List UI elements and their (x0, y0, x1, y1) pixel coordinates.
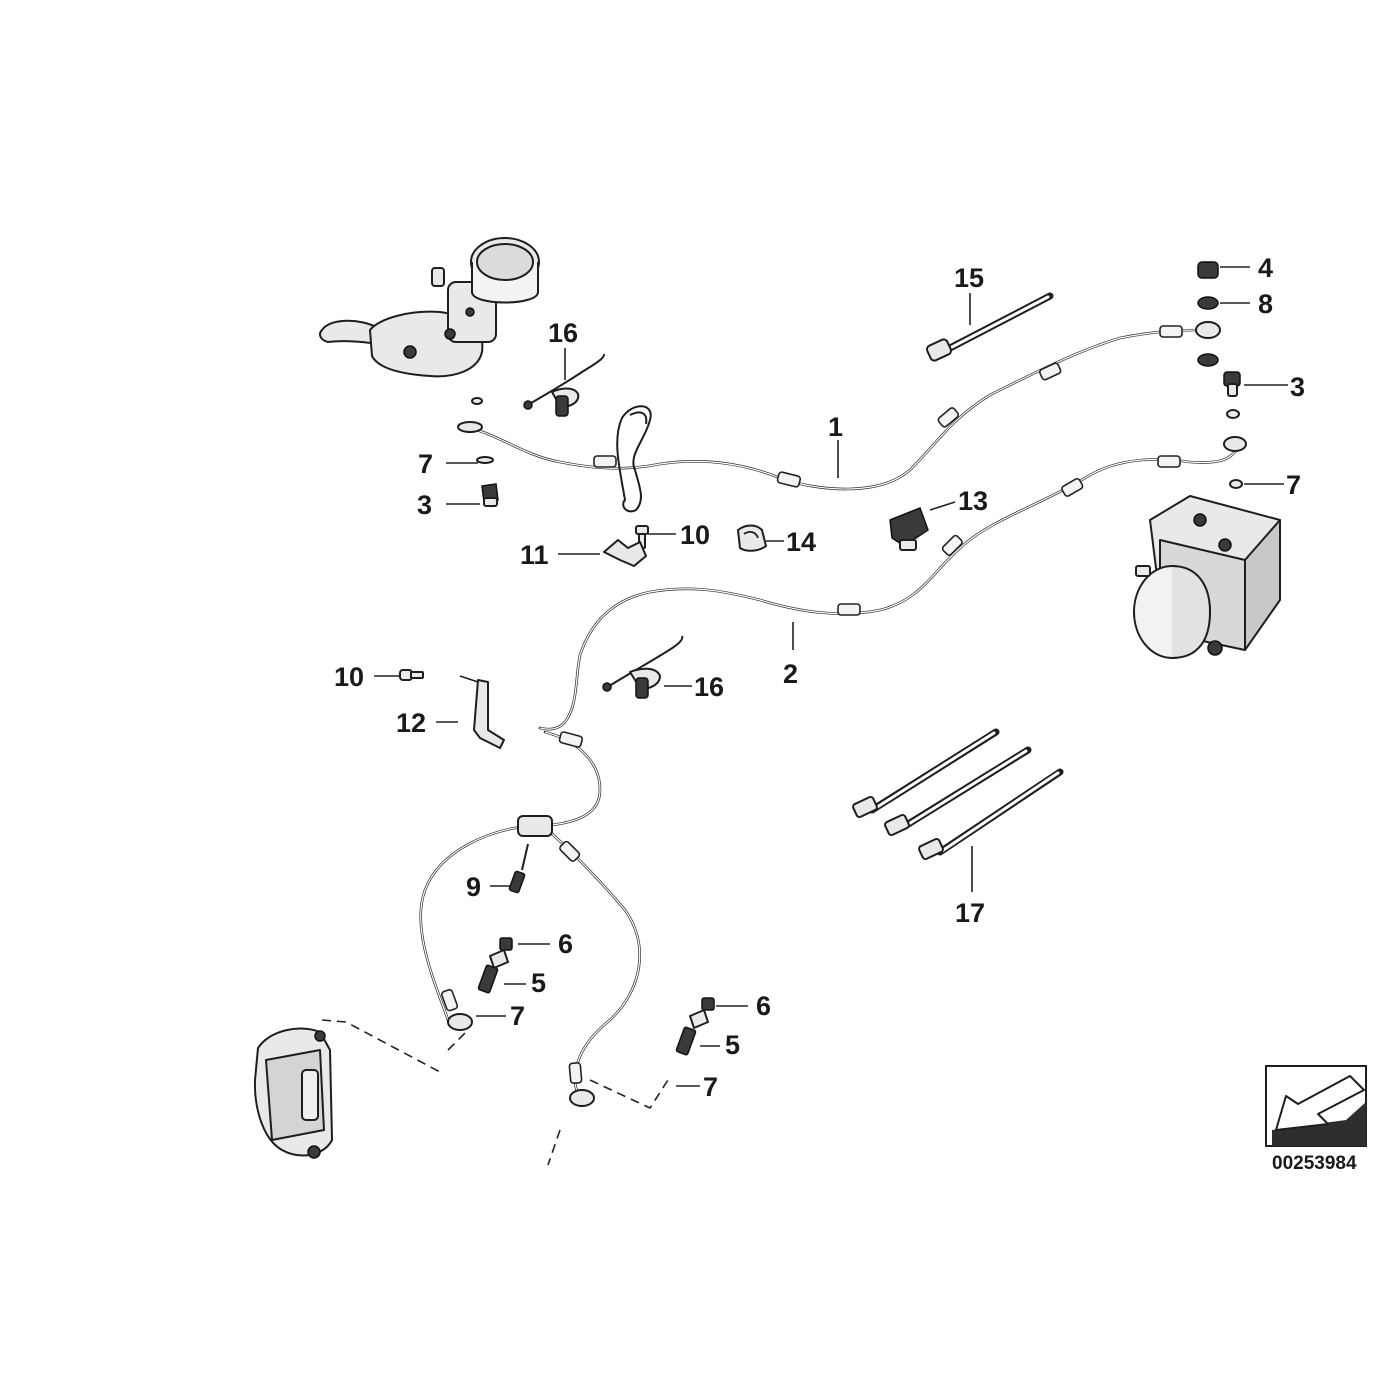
hose-sleeve (837, 603, 861, 616)
bleed-valve-right (675, 997, 715, 1056)
callout-7-upper-left: 7 (418, 449, 433, 479)
callout-15: 15 (954, 263, 984, 293)
callout-16-lower: 16 (694, 672, 724, 702)
seal-ring (476, 456, 494, 464)
hose-holder-bracket (616, 405, 652, 513)
washer (1197, 353, 1219, 367)
cable-tie-15 (925, 292, 1054, 362)
bleed-valve-left (477, 937, 513, 994)
callout-12: 12 (396, 708, 426, 738)
hose-sleeve (568, 1062, 583, 1085)
callout-14: 14 (786, 527, 816, 557)
hose-sleeve (937, 407, 960, 428)
leader-lines (374, 266, 1288, 1087)
clamp-11 (603, 539, 647, 567)
callout-16-upper: 16 (548, 318, 578, 348)
handbrake-master-cylinder (319, 237, 540, 378)
callout-10-lower: 10 (334, 662, 364, 692)
callout-6-right: 6 (756, 991, 771, 1021)
callout-7-upper-right: 7 (1286, 470, 1301, 500)
callout-4: 4 (1258, 253, 1273, 283)
brake-line-1 (457, 325, 1207, 491)
hollow-bolt-right (1223, 371, 1241, 397)
callout-11: 11 (520, 540, 549, 570)
banjo-fitting (447, 1013, 473, 1031)
screw-9 (508, 843, 529, 894)
arrow-icon (1275, 1075, 1365, 1131)
hose-sleeve (1039, 362, 1062, 381)
seal-ring (471, 397, 483, 405)
callout-3-left: 3 (417, 490, 432, 520)
banjo-fitting (1195, 321, 1221, 339)
hollow-bolt-left (481, 483, 499, 507)
hose-sleeve (1157, 455, 1181, 468)
callout-5-right: 5 (725, 1030, 740, 1060)
brake-caliper-left (253, 1027, 333, 1159)
hose-sleeve (1159, 325, 1183, 338)
brake-line-2 (538, 446, 1240, 731)
callout-labels: 1 2 3 3 4 5 5 6 6 7 7 7 7 8 9 10 10 11 1… (334, 253, 1305, 1102)
washer-part-8 (1197, 296, 1219, 310)
abs-pressure-modulator (1133, 495, 1281, 659)
hose-sleeve (593, 455, 617, 468)
hose-sleeve (559, 840, 581, 862)
rubber-grommet-13 (889, 507, 929, 551)
callout-7-lower-right: 7 (703, 1072, 718, 1102)
hose-sleeve (558, 731, 584, 748)
hose-clip-16-mid (602, 635, 684, 699)
hose-distributor (517, 815, 553, 837)
seal-ring (1226, 409, 1240, 419)
direction-indicator (1265, 1065, 1367, 1147)
callout-5-left: 5 (531, 968, 546, 998)
callout-6-left: 6 (558, 929, 573, 959)
hose-clip-16-top (523, 353, 605, 417)
bracket-12 (459, 675, 505, 749)
diagram-id: 00253984 (1272, 1153, 1357, 1174)
banjo-fitting (569, 1089, 595, 1107)
cable-ties-17 (852, 728, 1064, 861)
callout-13: 13 (958, 486, 988, 516)
callout-2: 2 (783, 659, 798, 689)
callout-8: 8 (1258, 289, 1273, 319)
callout-9: 9 (466, 872, 481, 902)
screw-10-upper (635, 525, 649, 549)
callout-17: 17 (955, 898, 985, 928)
callout-10-upper: 10 (680, 520, 710, 550)
hose-sleeve (440, 988, 459, 1012)
callout-1: 1 (828, 412, 843, 442)
callout-7-lower-left: 7 (510, 1001, 525, 1031)
cap-part-4 (1197, 261, 1219, 279)
screw-10-lower (399, 669, 424, 681)
front-brake-hoses (419, 730, 642, 1107)
dashed-lines (321, 1019, 669, 1166)
hose-sleeve (941, 534, 963, 556)
hose-sleeve (776, 471, 802, 488)
hose-sleeve (1061, 477, 1084, 497)
clip-14 (737, 524, 767, 552)
banjo-fitting (1223, 436, 1247, 452)
seal-ring (1229, 479, 1243, 489)
callout-3-right: 3 (1290, 372, 1305, 402)
